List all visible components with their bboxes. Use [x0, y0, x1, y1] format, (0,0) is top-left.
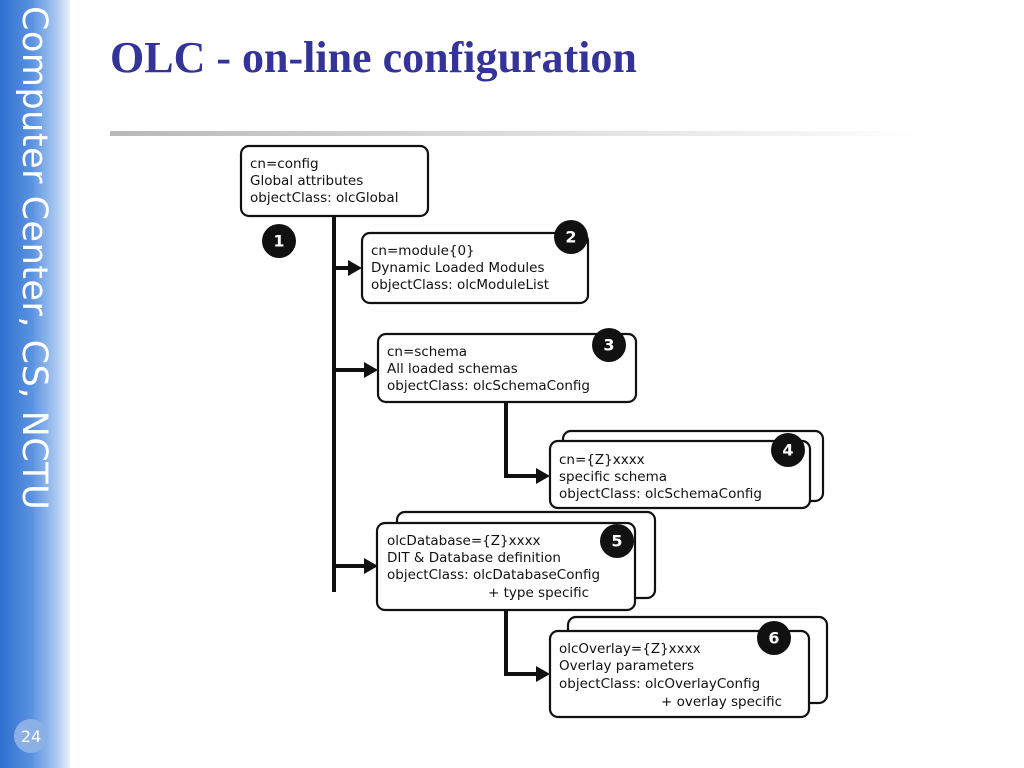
arrow-schema: [364, 362, 378, 378]
node-root-line-1: cn=config: [250, 156, 319, 172]
node-schema-line-2: All loaded schemas: [387, 361, 518, 377]
node-overlay-line-4: + overlay specific: [661, 694, 782, 710]
marker-2-label: 2: [565, 228, 576, 247]
node-overlay: olcOverlay={Z}xxxx Overlay parameters ob…: [548, 615, 829, 719]
title-divider: [110, 131, 920, 136]
node-module-line-2: Dynamic Loaded Modules: [371, 260, 545, 276]
marker-2: [554, 220, 588, 254]
sidebar-band: Computer Center, CS, NCTU 24: [0, 0, 70, 768]
connector-specific-schema: [504, 402, 538, 478]
node-database-line-4: + type specific: [488, 585, 589, 601]
node-root-line-2: Global attributes: [250, 173, 363, 189]
node-specific-schema-line-3: objectClass: olcSchemaConfig: [559, 486, 762, 502]
marker-1: [262, 224, 296, 258]
node-specific-schema-line-1: cn={Z}xxxx: [559, 452, 645, 468]
node-root: cn=config Global attributes objectClass:…: [239, 144, 430, 218]
connector-overlay: [504, 610, 538, 676]
node-overlay-line-3: objectClass: olcOverlayConfig: [559, 676, 760, 692]
arrow-overlay: [536, 666, 550, 682]
marker-3-label: 3: [603, 336, 614, 355]
slide-title: OLC - on-line configuration: [110, 33, 637, 82]
page-number: 24: [14, 719, 48, 753]
marker-1-label: 1: [273, 232, 284, 251]
marker-4: [771, 433, 805, 467]
node-database-line-3: objectClass: olcDatabaseConfig: [387, 567, 600, 583]
node-schema-line-1: cn=schema: [387, 344, 467, 360]
node-schema: cn=schema All loaded schemas objectClass…: [376, 332, 638, 404]
marker-5: [600, 524, 634, 558]
node-database-line-2: DIT & Database definition: [387, 550, 561, 566]
marker-4-label: 4: [782, 441, 793, 460]
node-overlay-line-2: Overlay parameters: [559, 658, 694, 674]
node-overlay-line-1: olcOverlay={Z}xxxx: [559, 641, 701, 657]
node-database: olcDatabase={Z}xxxx DIT & Database defin…: [375, 510, 657, 612]
marker-3: [592, 328, 626, 362]
sidebar-label: Computer Center, CS, NCTU: [14, 6, 54, 511]
node-module-line-3: objectClass: olcModuleList: [371, 277, 549, 293]
marker-6-label: 6: [768, 629, 779, 648]
node-specific-schema: cn={Z}xxxx specific schema objectClass: …: [548, 429, 825, 510]
node-database-line-1: olcDatabase={Z}xxxx: [387, 533, 541, 549]
node-module-line-1: cn=module{0}: [371, 243, 475, 259]
marker-6: [757, 621, 791, 655]
node-module: cn=module{0} Dynamic Loaded Modules obje…: [360, 231, 590, 305]
marker-5-label: 5: [611, 532, 622, 551]
arrow-database: [364, 558, 378, 574]
arrow-specific-schema: [536, 468, 550, 484]
node-schema-line-3: objectClass: olcSchemaConfig: [387, 378, 590, 394]
node-root-line-3: objectClass: olcGlobal: [250, 190, 398, 206]
node-specific-schema-line-2: specific schema: [559, 469, 667, 485]
arrow-module: [348, 260, 362, 276]
